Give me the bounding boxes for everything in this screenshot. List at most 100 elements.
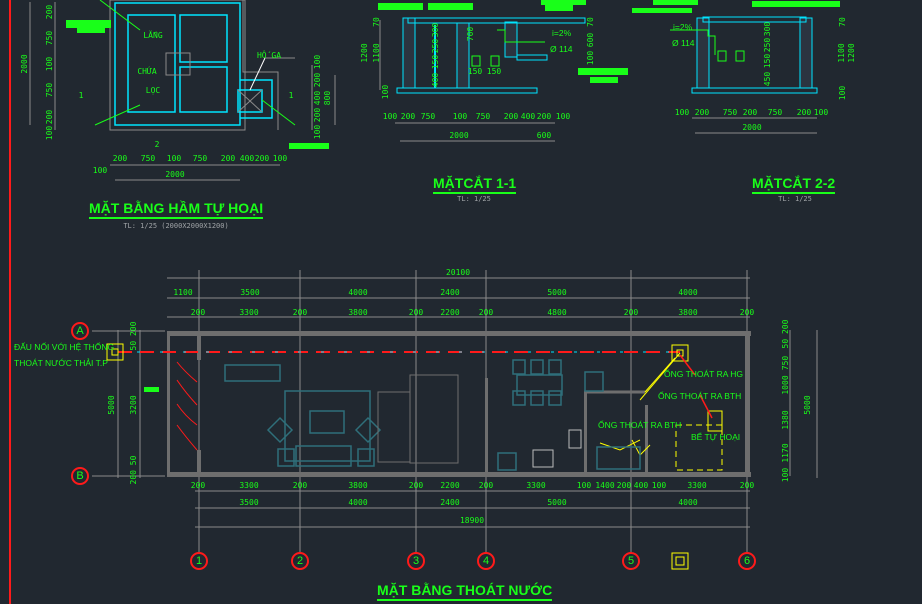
dimension-label: 200: [536, 112, 552, 121]
dimension-label: 100: [382, 112, 398, 121]
drainage-plan-drawing: [92, 270, 818, 570]
dimension-label: 150: [763, 53, 772, 69]
dimension-label: 200: [739, 481, 755, 490]
dimension-label: 70: [586, 17, 595, 27]
dimension-label: 50 200: [781, 319, 790, 349]
dimension-label: 5000: [803, 395, 812, 415]
dimension-label: 200: [478, 481, 494, 490]
dimension-label: 400: [313, 90, 322, 106]
dimension-label: 200: [694, 108, 710, 117]
dimension-label: 2000: [449, 131, 469, 140]
dimension-label: 3300: [239, 481, 259, 490]
pipe-label-bth: ỐNG THOÁT RA BTH: [658, 391, 742, 401]
dimension-label: 3500: [239, 498, 259, 507]
dimension-label: 2200: [440, 308, 460, 317]
slope-note: i=2%: [673, 22, 693, 32]
dimension-label: 200: [45, 109, 54, 125]
dimension-label: 200 50: [129, 455, 138, 485]
grid-row-bubble[interactable]: B: [71, 467, 89, 485]
dimension-label: 200: [742, 108, 758, 117]
room-label: LẮNG: [143, 31, 163, 40]
section-mark: 2: [154, 140, 160, 149]
dimension-label: 100: [45, 56, 54, 72]
dimension-label: 3200: [129, 395, 138, 415]
room-label: LỌC: [145, 86, 161, 95]
page-title-septic-plan: MẶT BẰNG HẦM TỰ HOẠI: [89, 200, 264, 219]
dimension-label: 1100: [173, 288, 193, 297]
dimension-label: 4800: [547, 308, 567, 317]
pipe-diameter-note: Ø 114: [550, 44, 573, 54]
dimension-label: 200: [220, 154, 236, 163]
section-1-1-drawing: [378, 0, 628, 142]
dimension-label: 2000: [20, 54, 29, 74]
grid-column-bubble[interactable]: 2: [291, 552, 309, 570]
dimension-label: 4000: [348, 288, 368, 297]
dimension-label: 1380: [781, 410, 790, 430]
dimension-label: 100: [166, 154, 182, 163]
dimension-label: 1100: [837, 43, 846, 63]
dimension-label: 3800: [348, 481, 368, 490]
dimension-label: 250: [431, 38, 440, 54]
pipe-diameter-note: Ø 114: [672, 38, 695, 48]
dimension-label: 2400: [440, 288, 460, 297]
dimension-label: 750: [722, 108, 738, 117]
dimension-label: 200: [313, 72, 322, 88]
dimension-label: 200: [292, 481, 308, 490]
room-label: CHỨA: [137, 67, 157, 76]
dimension-label: 1200: [360, 43, 369, 63]
connection-note: ĐẤU NỐI VỚI HỆ THỐNG: [14, 342, 115, 352]
scale-label: TL: 1/25 (2000X2000X1200): [123, 222, 229, 230]
dimension-label: 2000: [165, 170, 185, 179]
dimension-label: 600: [586, 32, 595, 48]
dimension-label: 250: [763, 37, 772, 53]
dimension-label: 100: [576, 481, 592, 490]
grid-row-bubble[interactable]: A: [71, 322, 89, 340]
dimension-label: 750: [781, 355, 790, 371]
dimension-label: 100: [555, 112, 571, 121]
dimension-label: 70: [838, 17, 847, 27]
grid-column-bubble[interactable]: 6: [738, 552, 756, 570]
connection-note: THOÁT NƯỚC THẢI T.P: [14, 358, 108, 368]
dimension-label: 450: [763, 71, 772, 87]
dimension-label: 5000: [547, 498, 567, 507]
dimension-label: 100: [452, 112, 468, 121]
dimension-label: 400: [239, 154, 255, 163]
dimension-label: 750: [140, 154, 156, 163]
dimension-label: 200: [190, 308, 206, 317]
dimension-label: 5000: [107, 395, 116, 415]
dimension-label: 5000: [547, 288, 567, 297]
dimension-label: 3300: [239, 308, 259, 317]
dimension-label: 200: [254, 154, 270, 163]
dimension-label: 1200: [847, 43, 856, 63]
dimension-label: 100: [45, 125, 54, 141]
dimension-label: 300: [763, 21, 772, 37]
dimension-label: 100: [313, 54, 322, 70]
dimension-label: 2200: [440, 481, 460, 490]
dimension-label: 100: [92, 166, 108, 175]
dimension-label: 200: [739, 308, 755, 317]
pipe-label-bth: ỐNG THOÁT RA BTH: [598, 420, 682, 430]
dimension-label: 1170: [781, 443, 790, 463]
dimension-label: 750: [45, 82, 54, 98]
dimension-label: 400: [431, 72, 440, 88]
section-2-2-drawing: [632, 0, 840, 134]
grid-column-bubble[interactable]: 3: [407, 552, 425, 570]
dimension-label: 200: [408, 308, 424, 317]
dimension-label: 100: [272, 154, 288, 163]
grid-column-bubble[interactable]: 5: [622, 552, 640, 570]
dimension-label: 100: [651, 481, 667, 490]
dimension-label: 3300: [687, 481, 707, 490]
septic-tank-label: BỂ TỰ HOẠI: [691, 432, 741, 442]
section-title-2-2: MẶTCẮT 2-2: [752, 175, 836, 194]
dimension-label: 3800: [348, 308, 368, 317]
grid-column-bubble[interactable]: 4: [477, 552, 495, 570]
dimension-label: 2000: [742, 123, 762, 132]
dimension-label: 400: [520, 112, 536, 121]
dimension-label: 100: [381, 84, 390, 100]
section-mark: 1: [288, 91, 294, 100]
scale-label: TL: 1/25: [457, 195, 491, 203]
grid-column-bubble[interactable]: 1: [190, 552, 208, 570]
dimension-label: 200: [616, 481, 632, 490]
